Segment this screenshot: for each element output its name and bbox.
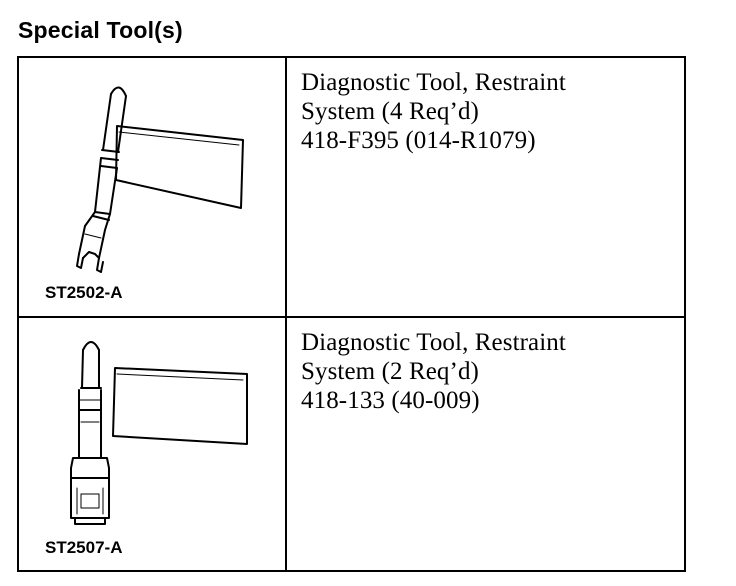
special-tools-table: ST2502-A Diagnostic Tool, Restraint Syst… [17, 56, 686, 572]
tool-row: ST2507-A Diagnostic Tool, Restraint Syst… [19, 318, 684, 570]
tool-description-cell: Diagnostic Tool, Restraint System (4 Req… [289, 58, 684, 316]
tool-row: ST2502-A Diagnostic Tool, Restraint Syst… [19, 58, 684, 318]
tool-description-line: System (4 Req’d) [301, 98, 479, 125]
tool-description-line: Diagnostic Tool, Restraint [301, 329, 566, 356]
tool-description: Diagnostic Tool, Restraint System (2 Req… [301, 328, 566, 415]
diagnostic-tool-plug-connector-illustration [70, 341, 248, 525]
tool-description: Diagnostic Tool, Restraint System (4 Req… [301, 68, 566, 155]
tool-description-line: 418-133 (40-009) [301, 387, 480, 414]
tool-code: ST2502-A [45, 283, 123, 302]
diagnostic-tool-fork-connector-illustration [76, 86, 244, 273]
tool-image-cell: ST2507-A [19, 318, 287, 570]
tool-description-cell: Diagnostic Tool, Restraint System (2 Req… [289, 318, 684, 570]
tool-image-cell: ST2502-A [19, 58, 287, 316]
section-title: Special Tool(s) [18, 17, 183, 43]
tool-description-line: System (2 Req’d) [301, 358, 479, 385]
tool-description-line: 418-F395 (014-R1079) [301, 127, 536, 154]
tool-description-line: Diagnostic Tool, Restraint [301, 69, 566, 96]
tool-code: ST2507-A [45, 538, 123, 557]
